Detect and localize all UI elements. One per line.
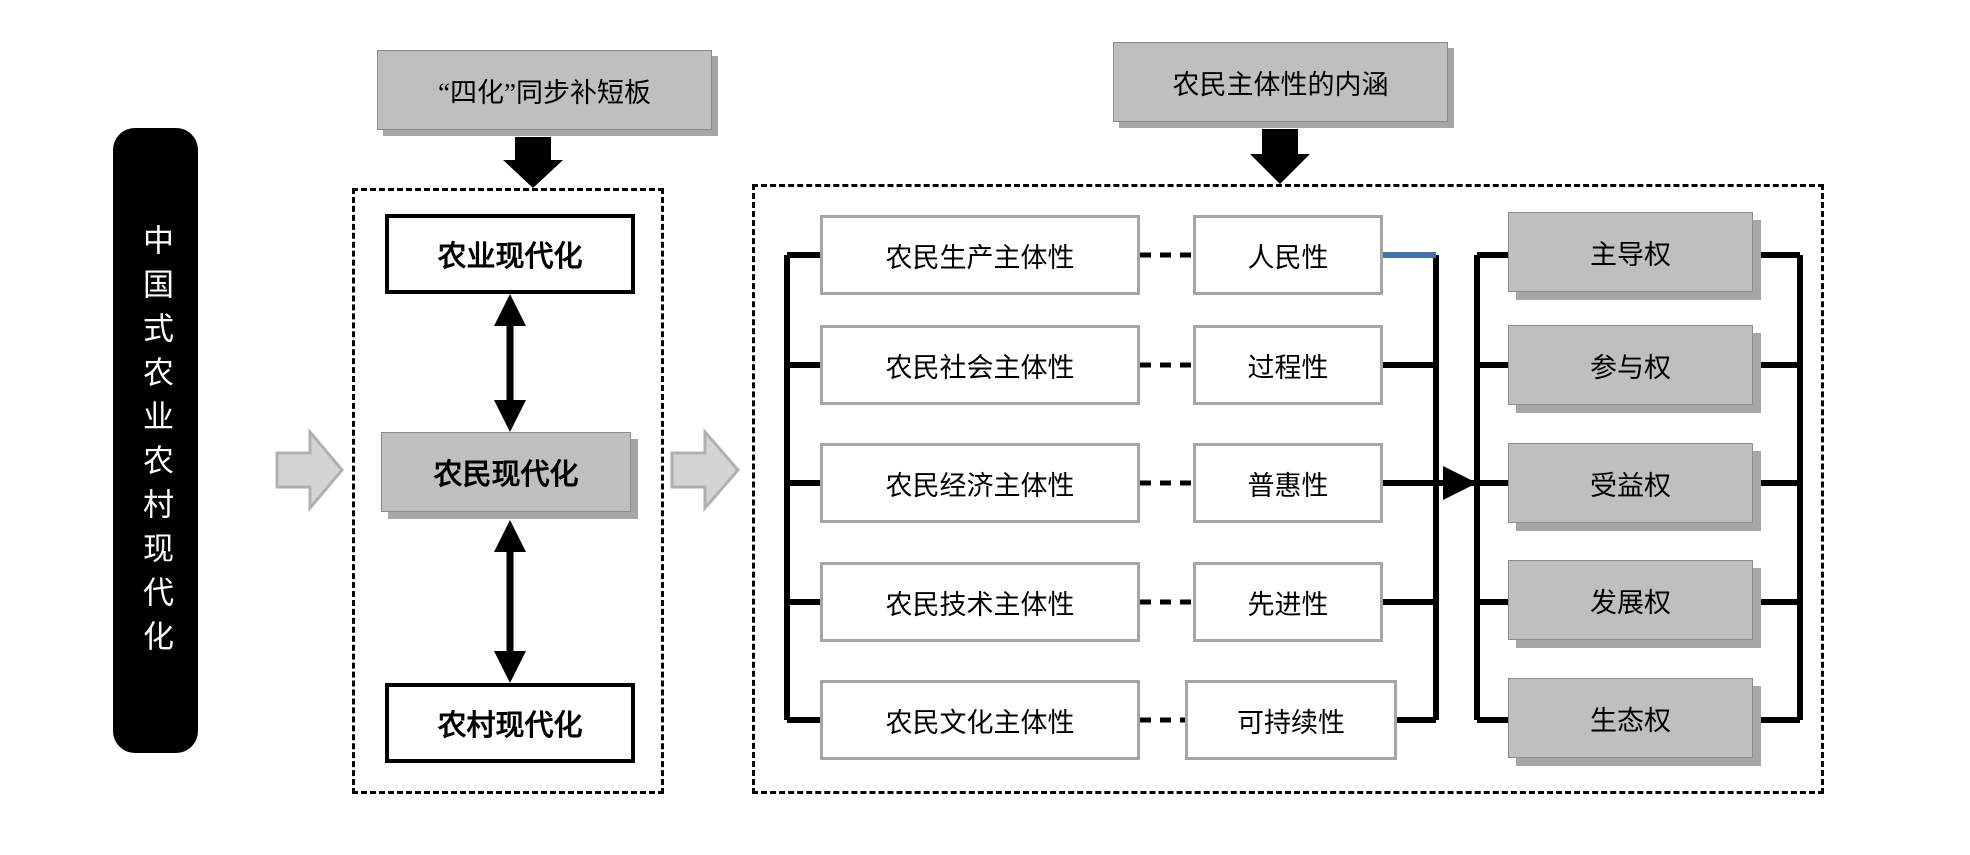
subjectivity-group-frame <box>752 184 1824 794</box>
box-right-development[interactable]: 发展权 <box>1508 560 1753 640</box>
caption-sihua: “四化”同步补短板 <box>377 50 712 130</box>
box-attr-process-label: 过程性 <box>1247 352 1329 383</box>
box-attr-inclusive-label: 普惠性 <box>1247 470 1329 501</box>
box-attr-sustainable-label: 可持续性 <box>1237 707 1345 738</box>
caption-neihan-label: 农民主体性的内涵 <box>1172 69 1389 100</box>
box-attr-inclusive[interactable]: 普惠性 <box>1193 443 1383 523</box>
box-right-leadership-label: 主导权 <box>1590 239 1671 270</box>
block-arrow-banner-to-modernization <box>275 427 344 513</box>
box-farmer-modernization-label: 农民现代化 <box>433 459 579 491</box>
block-arrow-modernization-to-subjectivity <box>670 427 740 513</box>
box-attr-people-label: 人民性 <box>1247 242 1329 273</box>
box-subj-economic[interactable]: 农民经济主体性 <box>820 443 1140 523</box>
caption-neihan: 农民主体性的内涵 <box>1113 42 1448 122</box>
box-attr-advanced-label: 先进性 <box>1247 589 1329 620</box>
box-right-participation[interactable]: 参与权 <box>1508 325 1753 405</box>
box-subj-economic-label: 农民经济主体性 <box>885 470 1075 501</box>
caption-sihua-label: “四化”同步补短板 <box>438 77 651 108</box>
box-subj-production-label: 农民生产主体性 <box>885 242 1075 273</box>
box-agriculture-modernization[interactable]: 农业现代化 <box>385 214 635 294</box>
box-subj-social-label: 农民社会主体性 <box>885 352 1075 383</box>
box-right-benefit-label: 受益权 <box>1590 470 1671 501</box>
box-attr-sustainable[interactable]: 可持续性 <box>1185 680 1397 760</box>
box-right-leadership[interactable]: 主导权 <box>1508 212 1753 292</box>
box-subj-social[interactable]: 农民社会主体性 <box>820 325 1140 405</box>
main-title-banner-label: 中国式农业农村现代化 <box>138 224 173 664</box>
box-attr-people[interactable]: 人民性 <box>1193 215 1383 295</box>
box-subj-technical-label: 农民技术主体性 <box>885 589 1075 620</box>
box-right-ecology[interactable]: 生态权 <box>1508 678 1753 758</box>
box-farmer-modernization[interactable]: 农民现代化 <box>381 432 631 512</box>
box-village-modernization-label: 农村现代化 <box>437 710 583 742</box>
main-title-banner: 中国式农业农村现代化 <box>113 128 198 753</box>
box-right-ecology-label: 生态权 <box>1590 705 1671 736</box>
box-right-benefit[interactable]: 受益权 <box>1508 443 1753 523</box>
arrow-caption-sihua-down <box>503 137 563 188</box>
box-subj-cultural[interactable]: 农民文化主体性 <box>820 680 1140 760</box>
box-attr-advanced[interactable]: 先进性 <box>1193 562 1383 642</box>
box-attr-process[interactable]: 过程性 <box>1193 325 1383 405</box>
box-village-modernization[interactable]: 农村现代化 <box>385 683 635 763</box>
box-right-participation-label: 参与权 <box>1590 352 1671 383</box>
box-right-development-label: 发展权 <box>1590 587 1671 618</box>
box-subj-production[interactable]: 农民生产主体性 <box>820 215 1140 295</box>
modernization-group-frame <box>352 188 664 794</box>
box-agriculture-modernization-label: 农业现代化 <box>437 241 583 273</box>
box-subj-cultural-label: 农民文化主体性 <box>885 707 1075 738</box>
arrow-caption-neihan-down <box>1250 129 1310 184</box>
box-subj-technical[interactable]: 农民技术主体性 <box>820 562 1140 642</box>
